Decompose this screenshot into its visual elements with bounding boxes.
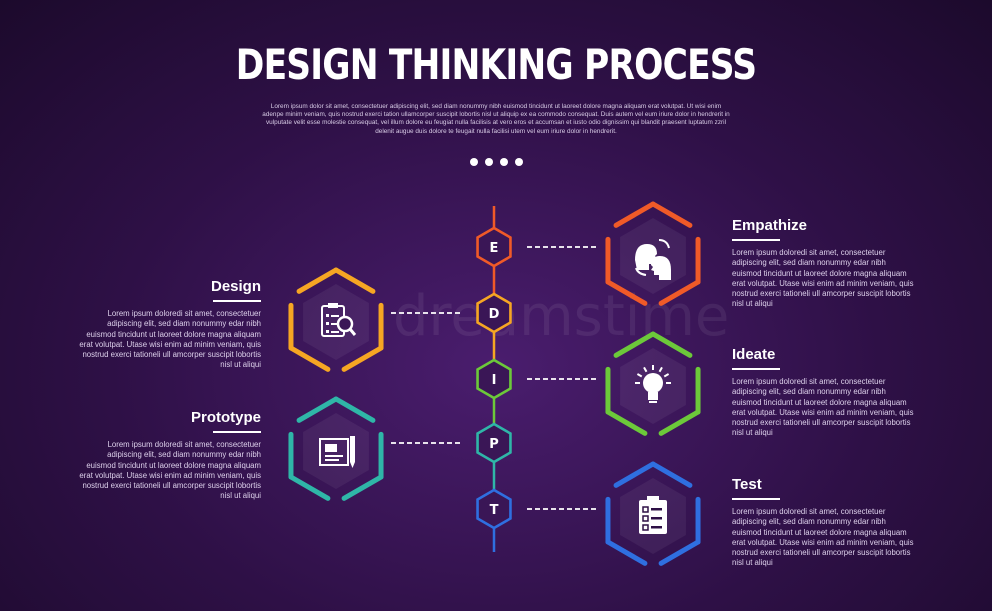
dot	[485, 158, 493, 166]
step-hex-prototype	[288, 396, 384, 501]
step-description: Lorem ipsum doloredi sit amet, consectet…	[732, 507, 914, 568]
step-description: Lorem ipsum doloredi sit amet, consectet…	[79, 440, 261, 501]
heading-underline	[213, 300, 261, 302]
hex-outline	[658, 539, 701, 566]
step-block-prototype: Prototype Lorem ipsum doloredi sit amet,…	[76, 409, 261, 502]
step-description: Lorem ipsum doloredi sit amet, consectet…	[79, 309, 261, 370]
hex-outline	[296, 396, 339, 423]
lightbulb-icon	[635, 365, 671, 403]
step-hex-empathize	[605, 201, 701, 306]
dots-divider	[470, 158, 523, 166]
hex-outline	[605, 409, 648, 436]
step-heading: Empathize	[732, 217, 808, 234]
heading-underline	[732, 239, 780, 241]
hex-outline	[333, 267, 376, 294]
hex-outline	[613, 331, 656, 358]
letter-hex	[476, 488, 512, 530]
page-title: DESIGN THINKING PROCESS	[235, 40, 757, 89]
step-letter: I	[492, 373, 497, 388]
checklist-icon	[639, 496, 667, 534]
page-subtitle: Lorem ipsum dolor sit amet, consectetuer…	[262, 103, 730, 135]
step-heading: Design	[210, 278, 261, 295]
step-description: Lorem ipsum doloredi sit amet, consectet…	[732, 248, 914, 309]
dot	[470, 158, 478, 166]
letter-hex	[476, 358, 512, 400]
hex-outline	[650, 201, 693, 228]
heading-underline	[213, 431, 261, 433]
step-hex-design	[288, 267, 384, 372]
dot	[500, 158, 508, 166]
heading-underline	[732, 368, 780, 370]
step-heading: Test	[732, 476, 762, 493]
step-heading: Ideate	[732, 346, 776, 363]
hex-outline	[613, 201, 656, 228]
hex-outline	[605, 279, 648, 306]
step-block-empathize: Empathize Lorem ipsum doloredi sit amet,…	[732, 217, 917, 310]
hex-outline	[650, 461, 693, 488]
step-letter: T	[490, 503, 499, 518]
connectors	[391, 246, 597, 510]
hex-outline	[650, 331, 693, 358]
blueprint-icon	[319, 436, 355, 468]
hex-outline	[288, 345, 331, 372]
step-block-ideate: Ideate Lorem ipsum doloredi sit amet, co…	[732, 346, 917, 439]
hex-outline	[341, 474, 384, 501]
step-letter: E	[490, 241, 499, 256]
letter-hex	[476, 226, 512, 268]
hex-outline	[341, 345, 384, 372]
step-letter: D	[489, 307, 500, 322]
heading-underline	[732, 498, 780, 500]
hex-fill	[303, 284, 369, 360]
step-hex-ideate	[605, 331, 701, 436]
two-heads-exchange-icon	[635, 239, 671, 280]
hex-outline	[658, 409, 701, 436]
hex-outline	[333, 396, 376, 423]
step-letter: P	[489, 437, 499, 452]
dot	[515, 158, 523, 166]
step-heading: Prototype	[190, 409, 261, 426]
letter-hexes: E D I P T	[476, 226, 512, 530]
hex-outline	[605, 539, 648, 566]
step-description: Lorem ipsum doloredi sit amet, consectet…	[732, 377, 914, 438]
hex-outline	[296, 267, 339, 294]
step-block-design: Design Lorem ipsum doloredi sit amet, co…	[76, 278, 261, 371]
hex-outline	[658, 279, 701, 306]
step-hex-test	[605, 461, 701, 566]
clipboard-search-icon	[321, 303, 357, 337]
hex-outline	[613, 461, 656, 488]
hex-outline	[288, 474, 331, 501]
letter-hex	[476, 422, 512, 464]
step-block-test: Test Lorem ipsum doloredi sit amet, cons…	[732, 476, 917, 569]
step-hexes	[288, 201, 701, 566]
letter-hex	[476, 292, 512, 334]
